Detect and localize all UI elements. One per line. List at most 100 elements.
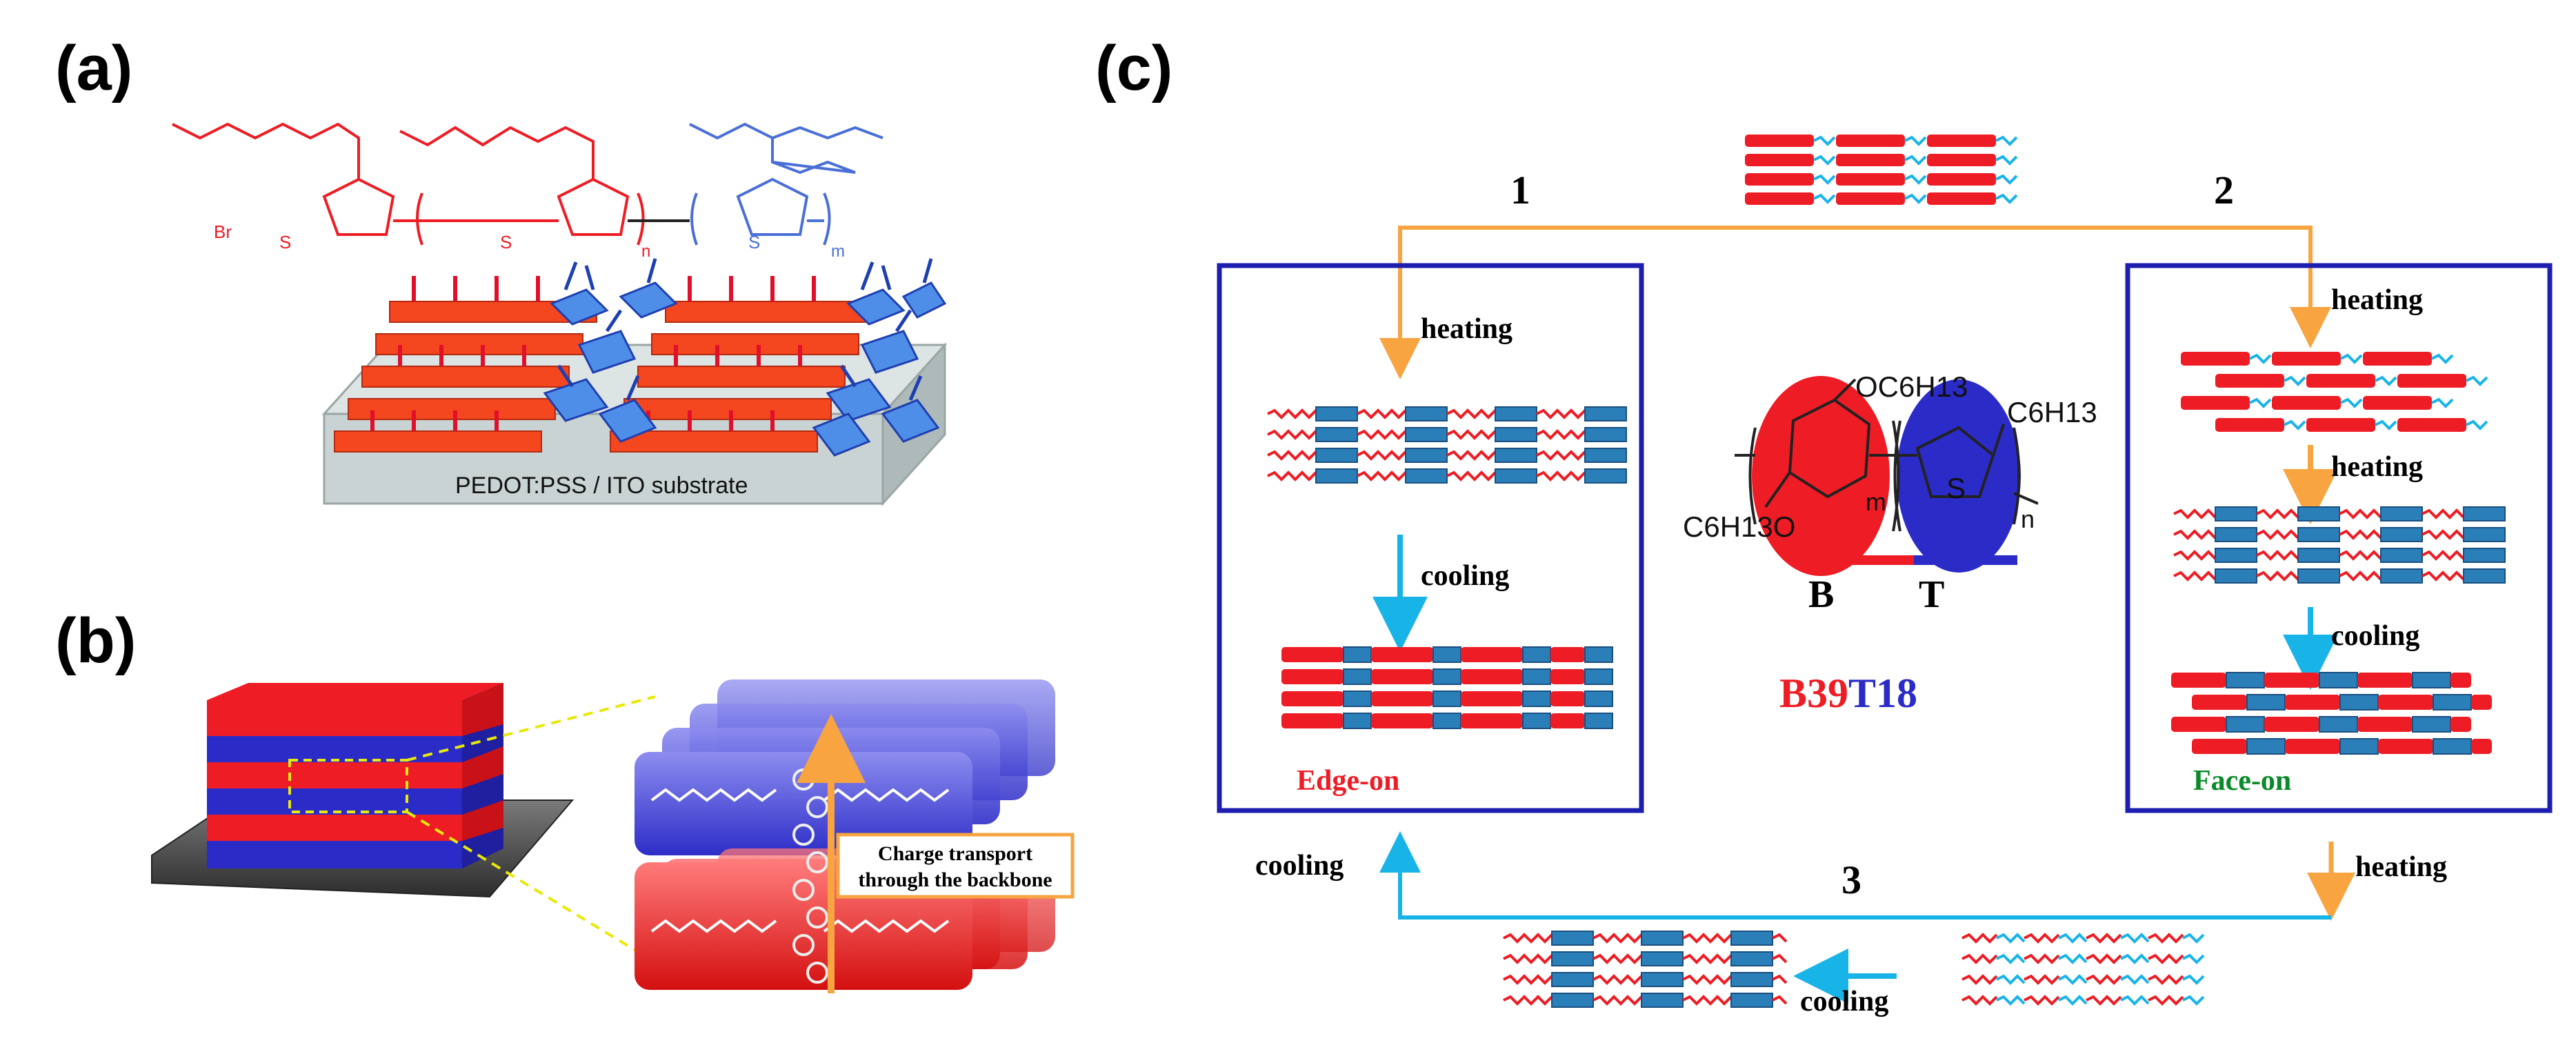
rod-segment: [2306, 418, 2375, 432]
coil-chain: [2340, 353, 2363, 364]
crystalline-block: [1495, 406, 1537, 421]
crystalline-block: [1343, 713, 1372, 729]
coil-chain: [2120, 974, 2150, 985]
panel-c-label: (c): [1095, 33, 1172, 103]
mid-thiophene-ring: [557, 177, 630, 236]
blue-domains: [543, 281, 947, 457]
crystalline-block: [2463, 506, 2506, 522]
coil-chain: [1904, 193, 1927, 204]
red-paren-right: [637, 192, 645, 246]
coil-chain: [1592, 933, 1643, 944]
coil-chain: [2431, 397, 2454, 408]
layered-block: [207, 683, 503, 868]
rod-segment: [1550, 669, 1585, 684]
rod-segment: [2272, 396, 2341, 410]
crystalline-block: [1495, 448, 1537, 463]
left-heating-label: heating: [1421, 313, 1512, 345]
crystalline-block: [1405, 427, 1448, 442]
panel-c: (c) 1 2 heating cooling Edge-on: [1095, 33, 2553, 1017]
coil-chain: [1961, 933, 1998, 944]
coil-chain: [1592, 974, 1643, 985]
panel-b-label: (b): [55, 606, 136, 676]
oc6h13-label: OC6H13: [1855, 370, 1968, 403]
rod-segment: [1927, 173, 1996, 186]
crystalline-block: [1584, 427, 1627, 442]
rod-segment: [1745, 173, 1814, 186]
crystalline-block: [1495, 468, 1537, 484]
coil-chain: [1772, 933, 1788, 943]
rod-segment: [2357, 717, 2413, 732]
red-paren-left: [416, 192, 423, 246]
coil-chain: [2339, 550, 2382, 561]
center-m-label: m: [1866, 488, 1886, 516]
red-thiophene-ring: [322, 177, 395, 236]
coil-chain: [1682, 953, 1733, 964]
path-number-3: 3: [1841, 857, 1861, 902]
rod-segment: [2397, 374, 2466, 388]
coil-chain: [1592, 953, 1643, 964]
rod-segment: [1550, 713, 1585, 728]
coil-chain: [2086, 933, 2122, 944]
rod-segment: [1836, 135, 1905, 147]
coil-chain: [2284, 419, 2306, 430]
crystalline-block: [1641, 993, 1684, 1008]
charge-transport-box: [836, 833, 1075, 899]
rod-segment: [1461, 669, 1523, 684]
chem-n-label: n: [641, 242, 650, 261]
rod-segment: [2378, 739, 2433, 754]
rod-segment: [2192, 739, 2247, 754]
crystalline-block: [2380, 568, 2423, 584]
right-heating-label-2: heating: [2331, 451, 2423, 483]
face-on-label: Face-on: [2193, 765, 2291, 797]
coil-chain: [2173, 529, 2217, 540]
coil-chain: [2339, 529, 2382, 540]
rod-segment: [2285, 695, 2340, 710]
zoomed-zigzag-chains: [650, 788, 950, 933]
edge-on-label: Edge-on: [1297, 765, 1399, 797]
crystalline-block: [1522, 713, 1551, 729]
crystalline-block: [1315, 406, 1358, 421]
rod-segment: [1461, 691, 1523, 706]
coil-chain: [2375, 375, 2397, 386]
crystalline-block: [2380, 506, 2423, 522]
crystalline-block: [2297, 527, 2340, 542]
rod-segment: [1550, 647, 1585, 662]
rod-segment: [2171, 673, 2226, 688]
crystalline-block: [2412, 716, 2451, 733]
coil-chain: [1682, 974, 1733, 985]
rod-segment: [1461, 713, 1523, 728]
zoom-box: [288, 759, 408, 813]
mid-alkyl-chain: [399, 126, 595, 179]
rod-segment: [1745, 135, 1814, 147]
coil-chain: [1536, 470, 1586, 481]
crystalline-block: [1730, 993, 1773, 1008]
coil-chain: [1961, 953, 1998, 964]
rod-segment: [2450, 717, 2471, 732]
coil-chain: [1267, 450, 1317, 461]
rod-segment: [2181, 352, 2250, 366]
coil-chain: [1904, 135, 1927, 146]
crystalline-block: [2215, 548, 2257, 563]
blue-side-chains: [557, 258, 933, 401]
crystalline-block: [2297, 568, 2340, 584]
rod-segment: [2215, 418, 2284, 432]
outer-heating-label: heating: [2355, 851, 2447, 883]
crystalline-block: [1584, 646, 1613, 663]
crystalline-block: [2215, 527, 2257, 542]
right-stack-2: [2173, 506, 2506, 584]
top-path-line: [1398, 226, 2313, 355]
crystalline-block: [1584, 713, 1613, 729]
crystalline-block: [1551, 972, 1594, 987]
coil-chain: [1446, 450, 1497, 461]
coil-chain: [2466, 375, 2488, 386]
crystalline-block: [2319, 716, 2358, 733]
b-block-ellipse: [1752, 376, 1890, 576]
rod-segment: [2471, 739, 2492, 754]
rod-segment: [2471, 695, 2492, 710]
coil-chain: [1996, 974, 2026, 985]
rod-segment: [1745, 154, 1814, 166]
coil-chain: [1772, 995, 1788, 1005]
crystalline-block: [2215, 506, 2257, 522]
crystalline-block: [2297, 506, 2340, 522]
coil-chain: [1772, 974, 1788, 984]
